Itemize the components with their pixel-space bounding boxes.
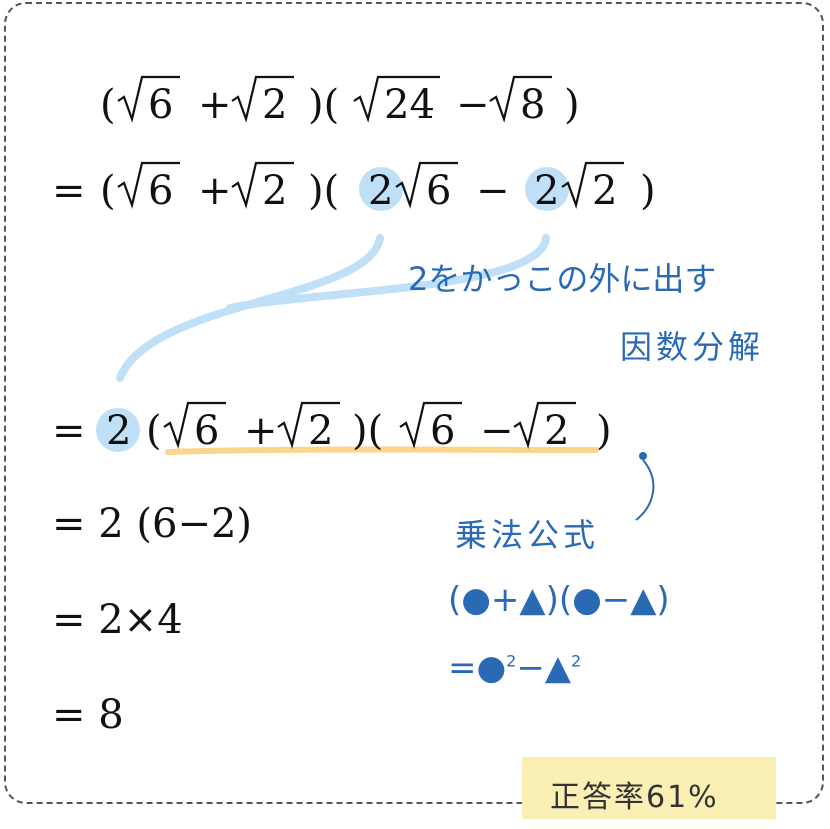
answer-rate-text: 正答率61% bbox=[550, 780, 719, 815]
paren: ( bbox=[100, 168, 116, 214]
math-line-2: = ( 6 + 2 )( 2 6 − 2 2 ) bbox=[52, 161, 656, 214]
paren: )( bbox=[308, 82, 339, 128]
circle-symbol: ● bbox=[476, 648, 507, 688]
connector-curve-2 bbox=[226, 234, 550, 312]
radicand: 6 bbox=[426, 168, 451, 214]
plus-sign: + bbox=[198, 82, 232, 128]
answer-rate-badge bbox=[522, 757, 776, 819]
paren: ) bbox=[564, 82, 580, 128]
minus-sign: − bbox=[476, 168, 510, 214]
paren: ) bbox=[640, 168, 656, 214]
equals-sign: = bbox=[448, 648, 477, 688]
pointer-dot bbox=[639, 452, 647, 460]
highlight-coef-result bbox=[96, 408, 140, 452]
plus-sign: + bbox=[244, 408, 278, 454]
radicand: 2 bbox=[262, 168, 287, 214]
math-line-1: ( 6 + 2 )( 24 − 8 ) bbox=[100, 75, 580, 128]
formula-title: 乗法公式 bbox=[455, 516, 600, 554]
equals-sign: = bbox=[52, 408, 86, 454]
formula-line-1: (●+▲)(●−▲) bbox=[448, 580, 670, 620]
radicand: 2 bbox=[308, 408, 333, 454]
math-line-4: = 2 (6−2) bbox=[52, 501, 252, 547]
underline-highlight bbox=[165, 446, 599, 455]
radicand: 6 bbox=[194, 408, 219, 454]
triangle-symbol: ▲ bbox=[544, 648, 572, 688]
coefficient: 2 bbox=[106, 408, 131, 454]
problem-card bbox=[4, 2, 824, 804]
plus-sign: + bbox=[198, 168, 232, 214]
radicand: 6 bbox=[430, 408, 455, 454]
pointer-curve bbox=[635, 459, 655, 521]
radicand: 24 bbox=[384, 82, 435, 128]
radicand: 6 bbox=[148, 168, 173, 214]
exponent: 2 bbox=[571, 651, 582, 671]
math-line-5: = 2×4 bbox=[52, 597, 183, 643]
factor-note-line-2: 因数分解 bbox=[620, 328, 765, 366]
paren: ) bbox=[596, 408, 612, 454]
formula-line-2: =●2−▲2 bbox=[448, 648, 581, 688]
paren: ( bbox=[146, 408, 162, 454]
paren: ( bbox=[100, 82, 116, 128]
math-line-3: = 2 ( 6 + 2 )( 6 − 2 ) bbox=[52, 401, 612, 454]
radicand: 6 bbox=[148, 82, 173, 128]
factor-note-line-1: 2をかっこの外に出す bbox=[408, 260, 717, 298]
coefficient: 2 bbox=[368, 168, 393, 214]
minus-sign: − bbox=[456, 82, 490, 128]
radicand: 8 bbox=[520, 82, 545, 128]
radicand: 2 bbox=[592, 168, 617, 214]
minus-sign: − bbox=[516, 648, 545, 688]
coefficient: 2 bbox=[534, 168, 559, 214]
highlight-coef-2 bbox=[525, 167, 569, 211]
radicand: 2 bbox=[544, 408, 569, 454]
equals-sign: = bbox=[52, 168, 86, 214]
paren: )( bbox=[352, 408, 383, 454]
paren: )( bbox=[308, 168, 339, 214]
exponent: 2 bbox=[506, 651, 517, 671]
radicand: 2 bbox=[262, 82, 287, 128]
highlight-coef-1 bbox=[359, 167, 403, 211]
minus-sign: − bbox=[480, 408, 514, 454]
math-line-6: = 8 bbox=[52, 692, 124, 738]
